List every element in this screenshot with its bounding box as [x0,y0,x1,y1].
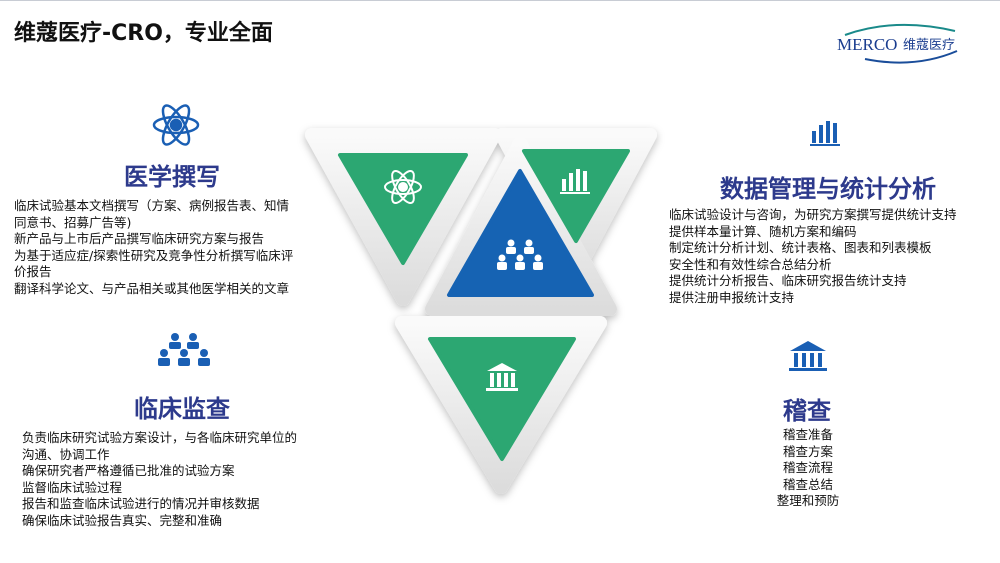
svg-text:MERCO: MERCO [837,35,897,54]
list-item: 安全性和有效性综合总结分析 [669,256,832,272]
list-item: 临床试验基本文档撰写（方案、病例报告表、知情 [14,198,290,213]
page-title: 维蔻医疗-CRO，专业全面 [14,21,273,46]
merco-logo: MERCO 维蔻医疗 [835,21,965,65]
list-item: 整理和预防 [776,493,840,508]
section-title-data: 数据管理与统计分析 [720,175,936,203]
list-item: 提供注册申报统计支持 [669,289,795,305]
list-item: 监督临床试验过程 [22,479,123,495]
list-item: 临床试验设计与咨询，为研究方案撰写提供统计支持 [669,207,957,222]
green-triangle-right [522,149,630,243]
list-item: 翻译科学论文、与产品相关或其他医学相关的文章 [14,280,290,296]
green-triangle-bottom [428,337,576,461]
svg-text:维蔻医疗: 维蔻医疗 [903,38,955,53]
list-item: 稽查准备 [782,427,833,442]
data-list: 临床试验设计与咨询，为研究方案撰写提供统计支持 提供样本量计算、随机方案和编码 … [669,207,957,306]
institution-icon [789,341,827,371]
atom-icon [384,170,422,204]
list-item: 确保研究者严格遵循已批准的试验方案 [22,463,235,478]
atom-icon [152,104,200,146]
section-title-monitor: 临床监查 [134,395,230,423]
team-icon [158,333,210,366]
section-title-writing: 医学撰写 [124,163,220,191]
list-item: 沟通、协调工作 [22,446,110,462]
audit-list: 稽查准备 稽查方案 稽查流程 稽查总结 整理和预防 [760,427,856,510]
list-item: 稽查总结 [782,476,833,492]
blue-triangle-center [447,169,594,297]
list-item: 新产品与上市后产品撰写临床研究方案与报告 [14,231,265,246]
institution-icon [486,363,518,391]
list-item: 提供样本量计算、随机方案和编码 [669,223,857,239]
green-triangle-left [338,153,468,265]
list-item: 报告和监查临床试验进行的情况并审核数据 [22,496,260,511]
bar-chart-icon [560,169,590,194]
list-item: 价报告 [14,264,52,279]
writing-list: 临床试验基本文档撰写（方案、病例报告表、知情 同意书、招募广告等) 新产品与上市… [14,198,293,297]
list-item: 提供统计分析报告、临床研究报告统计支持 [669,273,907,288]
monitor-list: 负责临床研究试验方案设计，与各临床研究单位的 沟通、协调工作 确保研究者严格遵循… [22,430,297,529]
list-item: 确保临床试验报告真实、完整和准确 [22,512,223,528]
list-item: 制定统计分析计划、统计表格、图表和列表模板 [669,240,932,255]
list-item: 稽查流程 [782,460,833,475]
list-item: 为基于适应症/探索性研究及竞争性分析撰写临床评 [14,247,294,263]
list-item: 负责临床研究试验方案设计，与各临床研究单位的 [22,430,298,445]
list-item: 稽查方案 [782,443,833,459]
list-item: 同意书、招募广告等) [14,214,132,230]
team-icon [497,239,543,270]
bar-chart-icon [810,121,840,146]
section-title-audit: 稽查 [783,397,831,425]
